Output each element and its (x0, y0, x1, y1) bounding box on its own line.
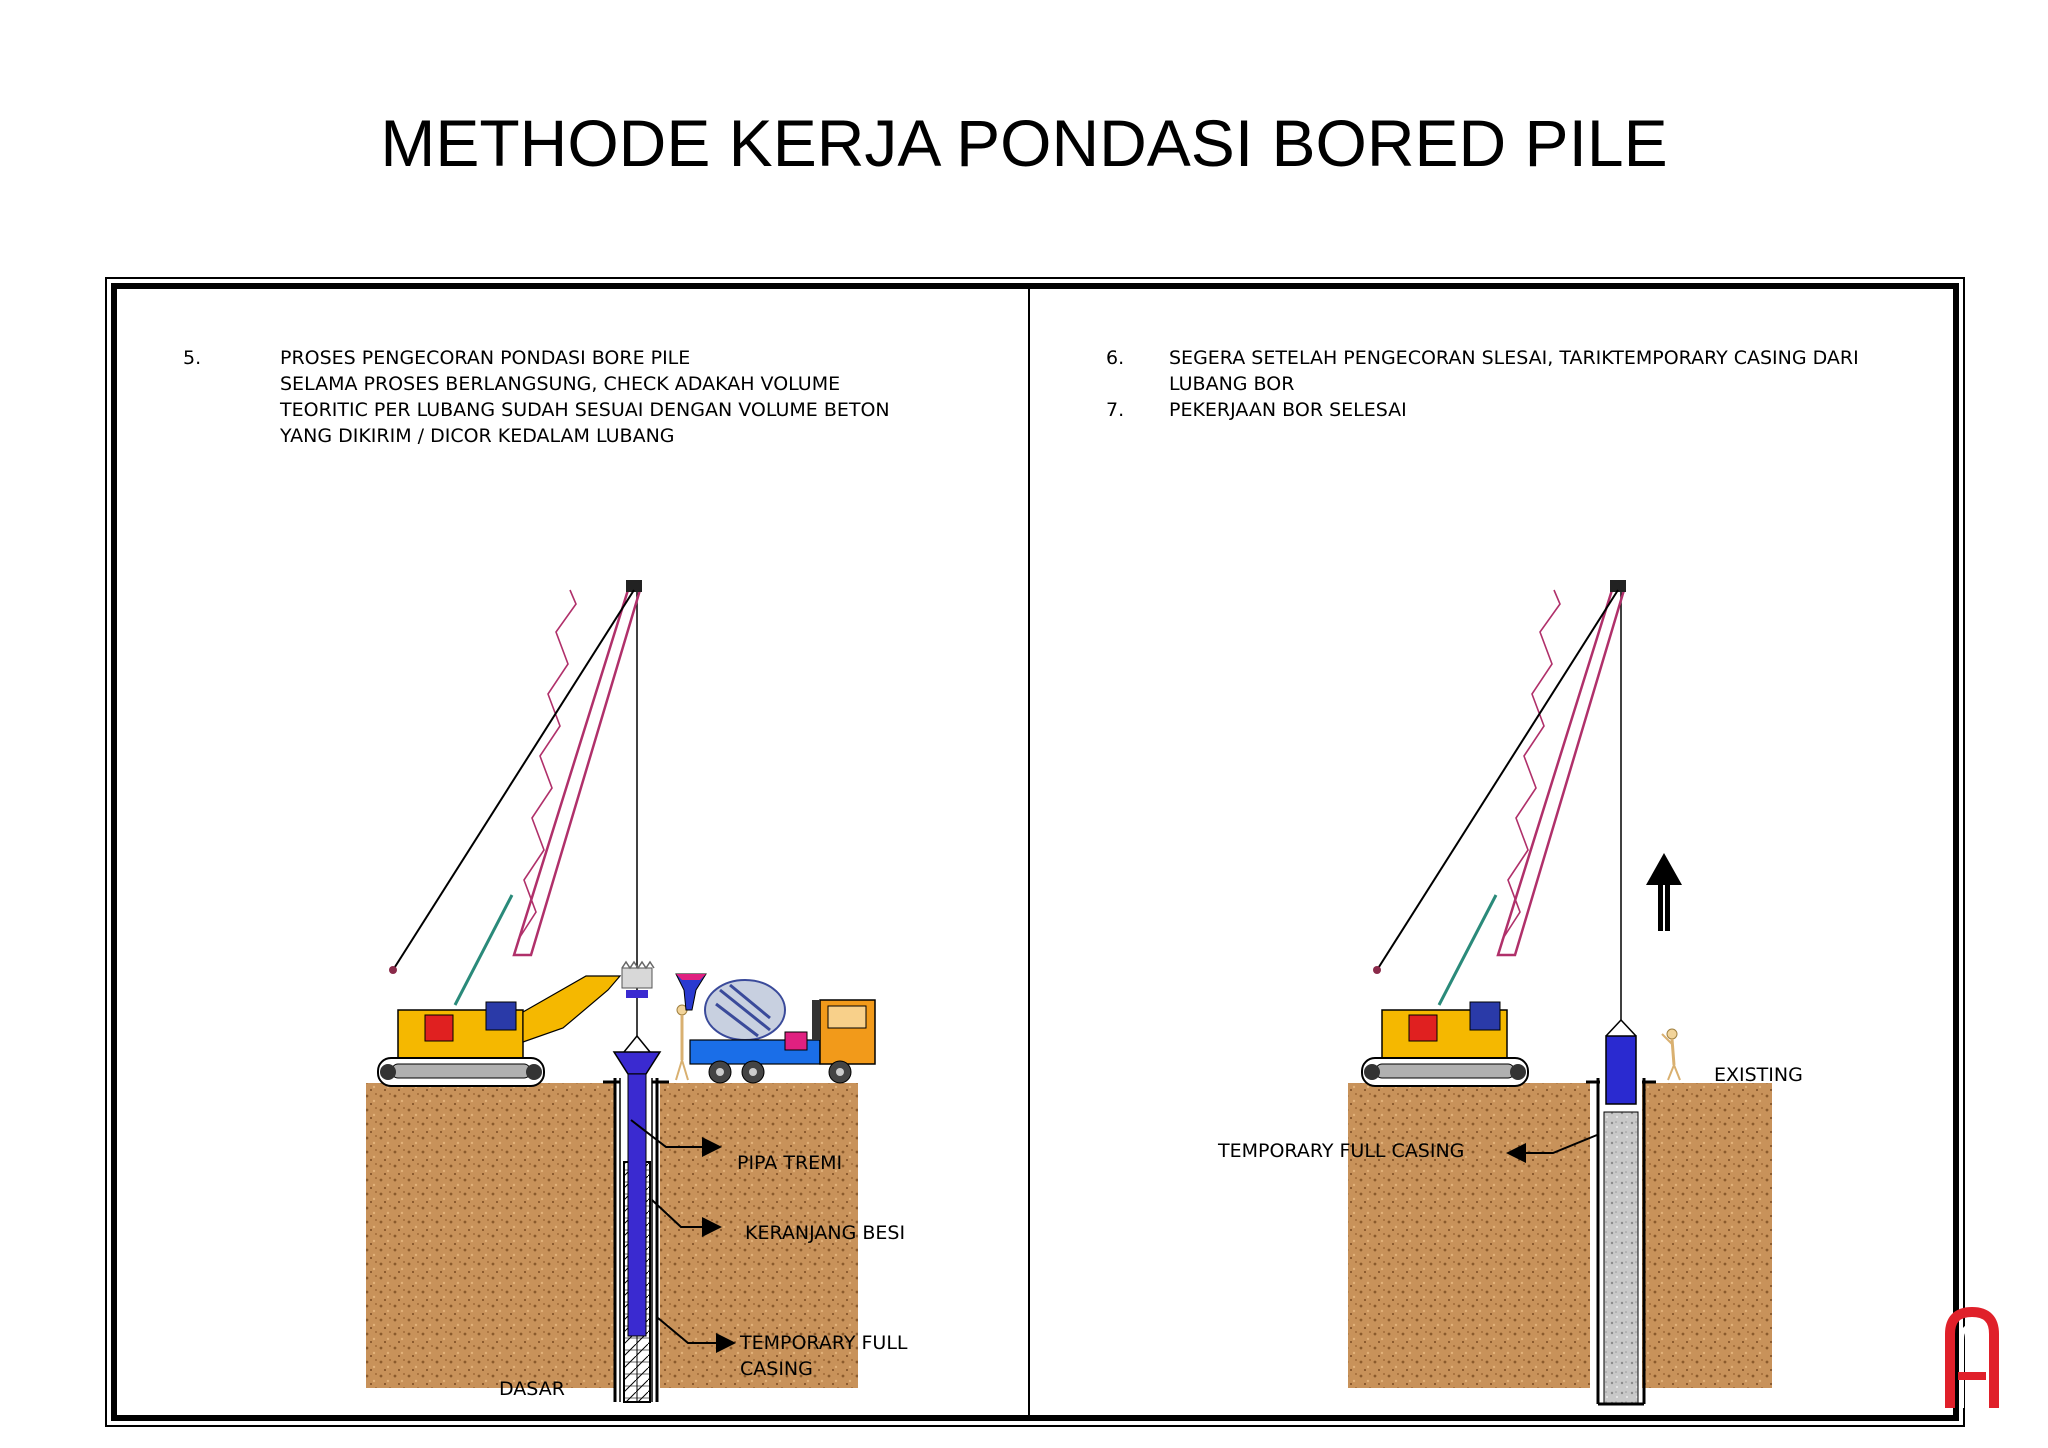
worker-right-icon (1661, 1028, 1681, 1081)
label-dasar: DASAR (499, 1378, 565, 1400)
leader-keranjang-besi (651, 1199, 722, 1237)
step-6-line: SEGERA SETELAH PENGECORAN SLESAI, TARIKT… (1169, 347, 1859, 369)
page-title: METHODE KERJA PONDASI BORED PILE (380, 106, 1668, 180)
concrete-pile (1603, 1111, 1639, 1405)
label-keranjang-besi: KERANJANG BESI (745, 1222, 906, 1244)
tremie-pipe-icon (612, 590, 662, 1337)
leader-pipa-tremi (630, 1119, 722, 1157)
soil-block-right-panel-right (1642, 1083, 1772, 1388)
temporary-casing-pulled (1605, 590, 1637, 1105)
crawler-crane-left-icon (377, 580, 642, 1087)
step-6-line: LUBANG BOR (1169, 373, 1295, 395)
step-6-text: SEGERA SETELAH PENGECORAN SLESAI, TARIKT… (1169, 345, 1929, 397)
leader-temporary-casing (657, 1317, 736, 1353)
temporary-casing-left (603, 1078, 669, 1402)
step-5-line: PROSES PENGECORAN PONDASI BORE PILE (280, 347, 691, 369)
arrow-up-icon (1646, 853, 1682, 931)
step-6-number: 6. (1106, 347, 1125, 369)
label-pipa-tremi: PIPA TREMI (737, 1152, 843, 1174)
label-temporary-full-casing-line2: CASING (740, 1358, 813, 1380)
step-5-text: PROSES PENGECORAN PONDASI BORE PILE SELA… (280, 345, 1000, 449)
soil-block-right (660, 1083, 858, 1388)
step-5-line: SELAMA PROSES BERLANGSUNG, CHECK ADAKAH … (280, 373, 841, 395)
hopper-icon (621, 960, 655, 998)
label-temporary-full-casing-line1: TEMPORARY FULL (740, 1332, 908, 1354)
label-existing: EXISTING (1714, 1064, 1803, 1086)
step-5-line: TEORITIC PER LUBANG SUDAH SESUAI DENGAN … (280, 399, 890, 421)
crawler-crane-right-icon (1361, 580, 1626, 1087)
soil-block-right-panel-left (1348, 1083, 1590, 1388)
leader-temporary-full-casing (1506, 1134, 1598, 1163)
company-logo-icon (1945, 1306, 1999, 1408)
step-7-number: 7. (1106, 399, 1125, 421)
concrete-mixer-truck-icon (675, 973, 876, 1084)
step-7-text: PEKERJAAN BOR SELESAI (1169, 399, 1407, 421)
step-5-number: 5. (183, 347, 202, 369)
panel-divider (1028, 289, 1030, 1416)
label-temporary-full-casing-right: TEMPORARY FULL CASING (1218, 1140, 1465, 1162)
worker-left-icon (675, 1004, 689, 1081)
step-5-line: YANG DIKIRIM / DICOR KEDALAM LUBANG (280, 425, 675, 447)
diagram-frame-inner (111, 283, 1959, 1421)
soil-block-left (366, 1083, 614, 1388)
diagram-frame-outer (105, 277, 1965, 1427)
